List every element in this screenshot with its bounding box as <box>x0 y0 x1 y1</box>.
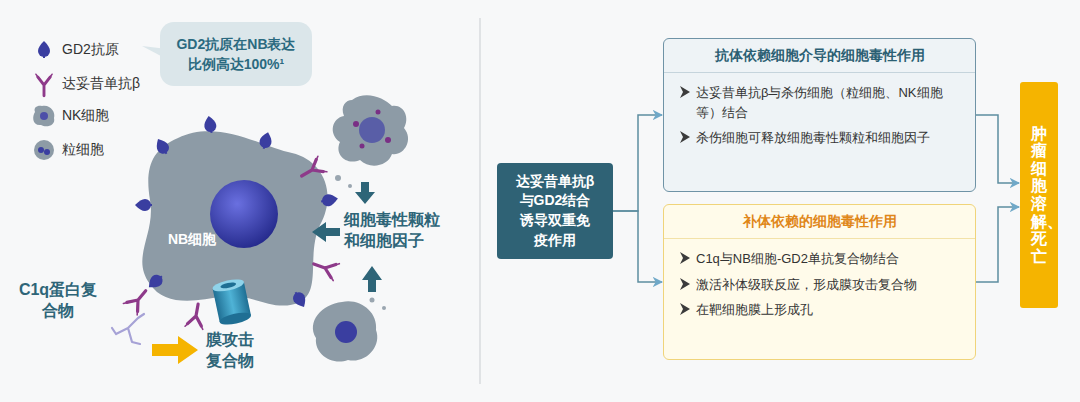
granulocyte <box>313 301 377 361</box>
callout-text: GD2抗原在NB表达比例高达100%¹ <box>172 34 300 75</box>
granule <box>360 144 365 149</box>
legend-text: 粒细胞 <box>62 141 104 159</box>
connector <box>976 115 1019 183</box>
callout-bubble: GD2抗原在NB表达比例高达100%¹ <box>160 22 312 86</box>
gd2-antigen <box>320 193 339 208</box>
bullet-list: 达妥昔单抗β与杀伤细胞（粒细胞、NK细胞等）结合杀伤细胞可释放细胞毒性颗粒和细胞… <box>664 73 975 156</box>
legend-swatch <box>38 41 50 58</box>
bullet-text: 达妥昔单抗β与杀伤细胞（粒细胞、NK细胞等）结合 <box>696 83 961 122</box>
bullet-marker <box>680 278 690 290</box>
bullet-row: 在靶细胞膜上形成孔 <box>680 300 961 320</box>
result-text: 肿瘤细胞溶解、死亡 <box>1031 125 1047 266</box>
bullet-row: 激活补体级联反应，形成膜攻击复合物 <box>680 275 961 295</box>
antibody <box>311 255 340 280</box>
legend-swatch <box>34 140 54 160</box>
legend-text: NK细胞 <box>62 107 109 125</box>
nucleus <box>210 180 278 248</box>
nb-cell <box>142 131 327 305</box>
granule <box>353 121 359 127</box>
callout-label: C1q蛋白复合物 <box>14 280 102 322</box>
granulocyte-nucleus <box>335 321 357 343</box>
cytokine-dot <box>370 298 375 303</box>
legend-text: 达妥昔单抗β <box>62 75 140 93</box>
gd2-antigen <box>135 199 152 211</box>
gd2-antigen <box>153 136 172 157</box>
mechanism-box: 补体依赖的细胞毒性作用C1q与NB细胞-GD2单抗复合物结合激活补体级联反应，形… <box>663 204 976 360</box>
yellow-arrow <box>152 336 198 364</box>
arrow-left <box>312 222 340 242</box>
bullet-marker <box>680 131 690 143</box>
cytokine-dot <box>335 175 341 181</box>
antibody <box>123 285 152 315</box>
nk-cell <box>333 95 408 165</box>
mechanism-box: 抗体依赖细胞介导的细胞毒性作用达妥昔单抗β与杀伤细胞（粒细胞、NK细胞等）结合杀… <box>663 38 976 192</box>
gd2-antigen <box>258 131 274 151</box>
bullet-text: C1q与NB细胞-GD2单抗复合物结合 <box>696 249 899 269</box>
bullet-text: 激活补体级联反应，形成膜攻击复合物 <box>696 275 917 295</box>
box-heading: 抗体依赖细胞介导的细胞毒性作用 <box>664 39 975 73</box>
cytokine-dot <box>382 306 386 310</box>
antibody <box>297 156 327 184</box>
connector <box>613 115 662 211</box>
granule <box>385 137 391 143</box>
bullet-marker <box>680 252 690 264</box>
result-box: 肿瘤细胞溶解、死亡 <box>1020 82 1058 308</box>
bullet-row: 杀伤细胞可释放细胞毒性颗粒和细胞因子 <box>680 128 961 148</box>
gd2-antigen <box>290 289 309 310</box>
callout-label: 细胞毒性颗粒和细胞因子 <box>344 210 454 252</box>
process-box: 达妥昔单抗β与GD2结合诱导双重免疫作用 <box>497 163 613 259</box>
bullet-text: 杀伤细胞可释放细胞毒性颗粒和细胞因子 <box>696 128 930 148</box>
connector <box>613 211 662 282</box>
cell-label: NB细胞 <box>168 230 228 248</box>
bullet-marker <box>680 303 690 315</box>
arrow-up <box>362 266 382 292</box>
gd2-antigen <box>145 272 166 292</box>
legend-swatch <box>36 74 52 96</box>
granule <box>376 110 381 115</box>
membrane-attack-complex <box>212 277 252 327</box>
connector <box>976 207 1019 282</box>
c1q-complex <box>112 314 144 344</box>
callout-label: 膜攻击复合物 <box>206 330 266 372</box>
bullet-row: C1q与NB细胞-GD2单抗复合物结合 <box>680 249 961 269</box>
legend-swatch <box>33 106 54 127</box>
arrow-down <box>355 182 375 204</box>
bullet-list: C1q与NB细胞-GD2单抗复合物结合激活补体级联反应，形成膜攻击复合物在靶细胞… <box>664 239 975 328</box>
bullet-row: 达妥昔单抗β与杀伤细胞（粒细胞、NK细胞等）结合 <box>680 83 961 122</box>
gd2-antigen <box>203 115 218 134</box>
bullet-text: 在靶细胞膜上形成孔 <box>696 300 813 320</box>
antibody <box>185 303 207 330</box>
nk-nucleus <box>359 117 385 143</box>
process-text: 达妥昔单抗β与GD2结合诱导双重免疫作用 <box>515 172 595 250</box>
bullet-marker <box>680 86 690 98</box>
cytokine-dot <box>348 184 352 188</box>
divider <box>480 18 481 384</box>
box-heading: 补体依赖的细胞毒性作用 <box>664 205 975 239</box>
legend-text: GD2抗原 <box>62 41 119 59</box>
